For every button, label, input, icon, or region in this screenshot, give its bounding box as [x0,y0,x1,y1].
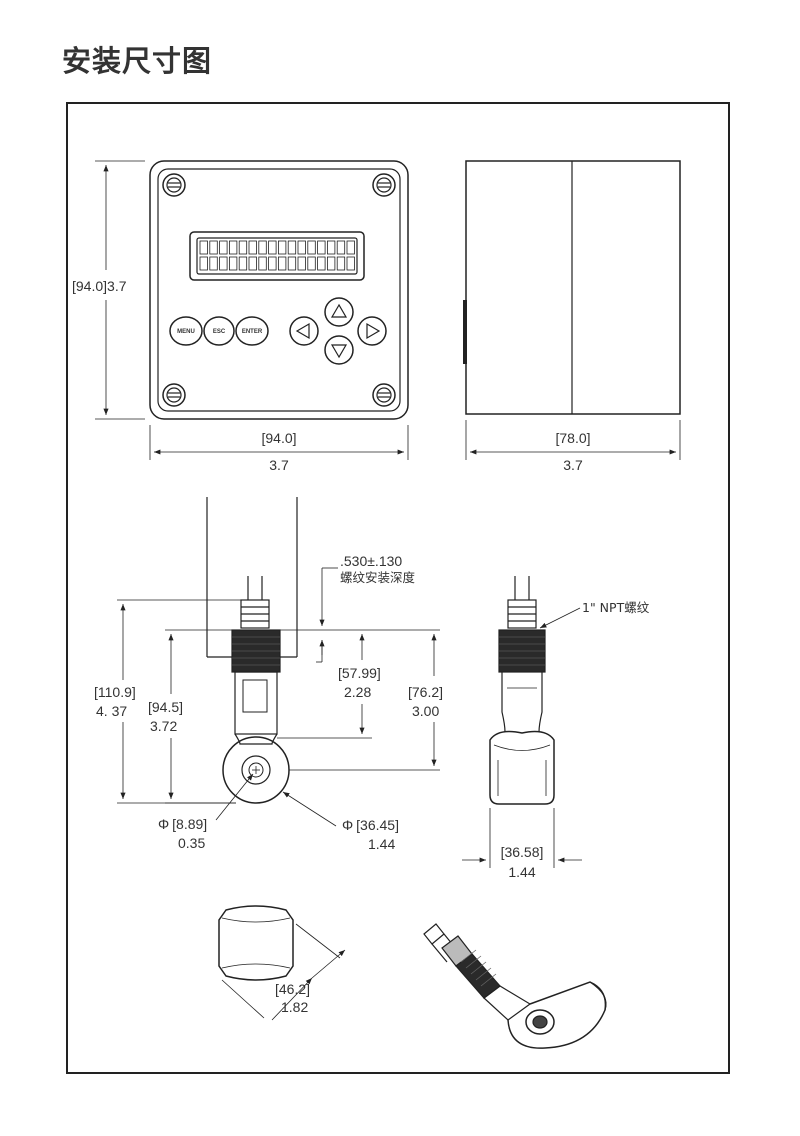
lcd-cell [238,256,248,271]
arrow-right-icon [357,316,387,346]
lcd-cell [209,256,218,271]
head-width-imperial: 1.44 [508,864,535,880]
lcd-cell [199,240,208,255]
sensor-head-view: [46.2] 1.82 [218,905,346,1021]
body-length-metric: [94.5] [148,699,183,715]
screw-icon [372,383,396,407]
lcd-cell [336,256,346,271]
screw-icon [372,173,396,197]
front-view: MENU ESC ENTER [ [72,160,409,473]
head-diameter-metric: Φ[36.45] [342,817,399,833]
sensor-front-view: .530±.130 螺纹安装深度 [110.9] 4. 37 [94.5] 3.… [94,497,443,852]
lcd-cell [219,240,228,255]
lcd-cell [209,240,218,255]
head-diagonal-metric: [46.2] [275,981,310,997]
front-width-metric: [94.0] [261,430,296,446]
front-width-imperial: 3.7 [269,457,289,473]
lcd-cell [287,256,297,271]
body-length-imperial: 3.72 [150,718,177,734]
arrow-down-icon [324,335,354,365]
lcd-cell [326,256,336,271]
esc-button: ESC [203,316,235,346]
screw-icon [162,383,186,407]
menu-button: MENU [169,316,203,346]
lcd-cell [297,240,306,255]
thread-to-body-metric: [57.99] [338,665,381,681]
sensor-isometric-view [423,923,607,1049]
thread-to-body-imperial: 2.28 [344,684,371,700]
page-title: 安装尺寸图 [62,44,213,78]
overall-length-imperial: 4. 37 [96,703,127,719]
sensor-side-view: 1" NPT螺纹 [36.58] 1.44 [462,576,650,880]
thread-to-center-imperial: 3.00 [412,703,439,719]
lcd-cell [297,256,306,271]
lcd-cell [326,240,336,255]
head-diagonal-imperial: 1.82 [281,999,308,1015]
thread-depth-label: 螺纹安装深度 [340,570,416,585]
lcd-cell [317,256,326,271]
lcd-cell [199,256,208,271]
lcd-cell [248,256,257,271]
thread-depth-value: .530±.130 [340,553,402,569]
lcd-cell [228,240,238,255]
head-diameter-imperial: 1.44 [368,836,395,852]
screw-icon [162,173,186,197]
lcd-cell [317,240,326,255]
head-width-metric: [36.58] [501,844,544,860]
front-height-metric: [94.0]3.7 [72,278,127,294]
lcd-cell [219,256,228,271]
lcd-cell [258,240,267,255]
side-depth-metric: [78.0] [555,430,590,446]
lcd-cell [346,240,355,255]
arrow-up-icon [324,297,354,327]
lcd-cell [307,256,316,271]
thread-to-center-metric: [76.2] [408,684,443,700]
npt-thread-label: 1" NPT螺纹 [582,600,650,615]
menu-button-label: MENU [177,329,195,335]
esc-button-label: ESC [213,329,226,335]
lcd-cell [228,256,238,271]
lcd-cell [346,256,355,271]
lcd-cell [307,240,316,255]
lcd-cell [238,240,248,255]
lcd-cell [277,240,287,255]
lcd-cell [287,240,297,255]
lcd-cell [248,240,257,255]
side-depth-imperial: 3.7 [563,457,583,473]
bore-diameter-imperial: 0.35 [178,835,205,851]
lcd-cell [336,240,346,255]
enter-button: ENTER [235,316,269,346]
overall-length-metric: [110.9] [94,684,136,700]
enter-button-label: ENTER [242,329,263,335]
arrow-left-icon [289,316,319,346]
lcd-cell [268,240,277,255]
bore-diameter-metric: Φ[8.89] [158,816,207,832]
lcd-cell [258,256,267,271]
drawing-frame [66,102,730,1074]
lcd-cell [277,256,287,271]
lcd-display [189,231,365,281]
side-view: [78.0] 3.7 [463,160,681,473]
lcd-cell [268,256,277,271]
